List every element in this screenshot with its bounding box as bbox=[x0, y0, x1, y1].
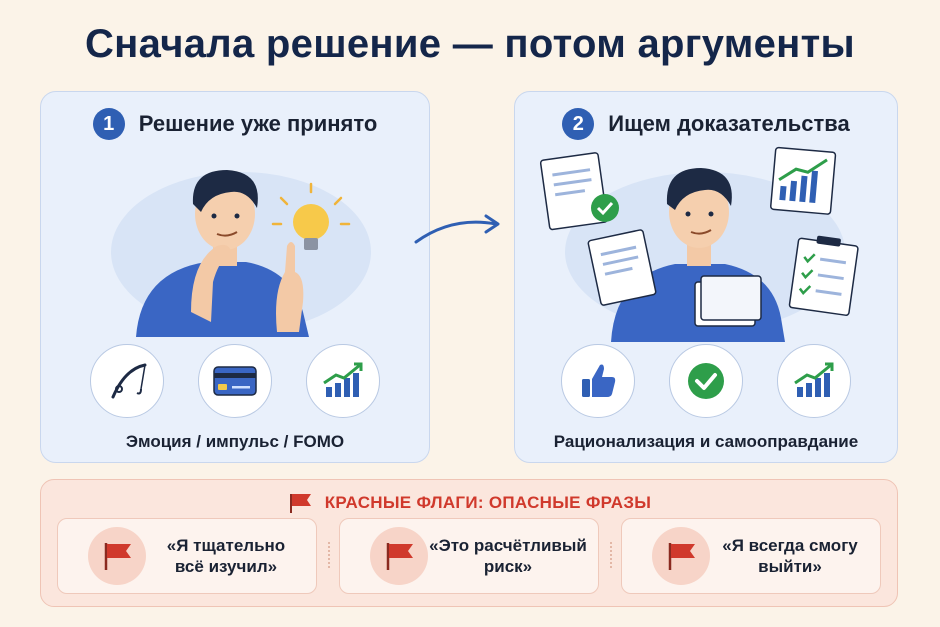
divider bbox=[328, 542, 332, 568]
red-flag-phrase: «Это расчётливый риск» bbox=[429, 536, 587, 576]
fishing-rod-icon bbox=[90, 344, 164, 418]
man-with-documents-illustration bbox=[539, 146, 859, 342]
red-flags-header: КРАСНЫЕ ФЛАГИ: ОПАСНЫЕ ФРАЗЫ bbox=[41, 492, 897, 514]
panel-caption: Рационализация и самооправдание bbox=[553, 432, 859, 451]
check-icon bbox=[669, 344, 743, 418]
red-flags-section: КРАСНЫЕ ФЛАГИ: ОПАСНЫЕ ФРАЗЫ «Я тщательн… bbox=[40, 479, 898, 607]
panel-searching-evidence: 2 Ищем доказательства bbox=[514, 91, 898, 463]
divider bbox=[610, 542, 614, 568]
icon-row bbox=[515, 344, 897, 418]
page-title: Сначала решение — потом аргументы bbox=[85, 22, 855, 66]
step-number-badge: 1 bbox=[92, 108, 125, 140]
growth-chart-icon bbox=[777, 344, 851, 418]
panel-decision-made: 1 Решение уже принято bbox=[40, 91, 430, 463]
panel-header: 1 Решение уже принято bbox=[41, 108, 429, 140]
step-number-badge: 2 bbox=[562, 108, 595, 140]
red-flags-title: КРАСНЫЕ ФЛАГИ: ОПАСНЫЕ ФРАЗЫ bbox=[324, 493, 652, 512]
growth-chart-icon bbox=[306, 344, 380, 418]
thinking-man-illustration bbox=[111, 170, 371, 337]
panel-header: 2 Ищем доказательства bbox=[515, 108, 897, 140]
credit-card-icon bbox=[198, 344, 272, 418]
icon-row bbox=[41, 344, 429, 418]
thumbs-up-icon bbox=[561, 344, 635, 418]
red-flag-phrase-card: «Я тщательно всё изучил» bbox=[57, 518, 317, 594]
red-flag-icon bbox=[289, 494, 311, 513]
red-flag-icon bbox=[370, 527, 428, 585]
panel-title: Ищем доказательства bbox=[608, 111, 850, 136]
red-flag-phrase: «Я тщательно всё изучил» bbox=[166, 536, 286, 576]
red-flag-phrase: «Я всегда смогу выйти» bbox=[722, 536, 858, 576]
red-flag-phrase-card: «Это расчётливый риск» bbox=[339, 518, 599, 594]
red-flag-icon bbox=[652, 527, 710, 585]
red-flag-icon bbox=[88, 527, 146, 585]
red-flag-phrase-card: «Я всегда смогу выйти» bbox=[621, 518, 881, 594]
panel-title: Решение уже принято bbox=[138, 111, 378, 136]
arrow-right-icon bbox=[414, 214, 500, 244]
panel-caption: Эмоция / импульс / FOMO bbox=[125, 432, 345, 451]
